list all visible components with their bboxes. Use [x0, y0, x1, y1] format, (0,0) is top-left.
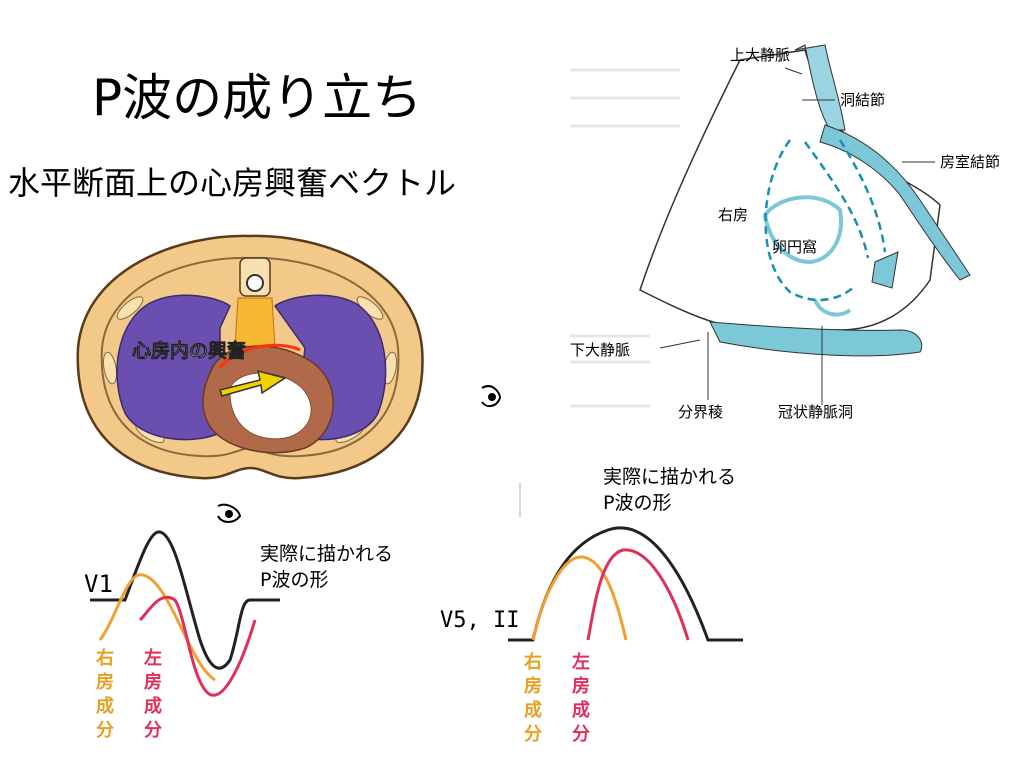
crista-band [819, 124, 971, 281]
v1-right-component-label: 右 房 成 分 [96, 647, 114, 741]
label-ivc: 下大静脈 [570, 341, 630, 359]
label-svc: 上大静脈 [730, 46, 790, 64]
v1-left-component-label: 左 房 成 分 [144, 647, 162, 741]
rib [102, 351, 118, 385]
v1-p-wave-diagram: V1 実際に描かれる P波の形 右 房 成 分 左 房 成 分 [84, 530, 393, 741]
v1-left-char: 左 [144, 647, 162, 669]
v5-total-p-wave [508, 526, 743, 642]
slide-subtitle: 水平断面上の心房興奮ベクトル [8, 164, 457, 202]
conduction-path [838, 139, 887, 253]
conduction-path [803, 141, 870, 259]
v1-left-char: 成 [144, 695, 162, 717]
leader-lines [659, 67, 935, 405]
label-av-node: 房室結節 [940, 153, 1000, 171]
excitation-label: 心房内の興奮 [132, 339, 246, 362]
v1-right-char: 房 [96, 671, 114, 693]
v5-right-char: 右 [524, 651, 542, 673]
v5-caption-line1: 実際に描かれる [603, 466, 736, 488]
v5-left-char: 房 [572, 675, 590, 697]
v5-p-wave-diagram: V5, II 実際に描かれる P波の形 右 房 成 分 左 房 成 分 [440, 466, 743, 745]
eye-icon [481, 385, 502, 408]
v5-left-char: 左 [572, 651, 590, 673]
v1-left-atrial-component [138, 596, 257, 697]
atrial-wave-front [218, 343, 301, 369]
v1-left-char: 分 [144, 720, 162, 741]
v5-lead-label: V5, II [440, 608, 519, 633]
ivc-vessel [709, 321, 923, 357]
cs-opening [813, 299, 852, 317]
right-atrium-diagram: 上大静脈 洞結節 房室結節 右房 卵円窩 下大静脈 分界稜 冠状静脈洞 [570, 44, 1000, 421]
v1-right-char: 成 [96, 695, 114, 717]
rib [116, 296, 144, 320]
fossa-ovalis [762, 195, 843, 265]
v5-right-atrial-component [531, 555, 628, 641]
eye-icon [217, 503, 242, 523]
v1-right-atrial-component [98, 573, 216, 682]
conduction-path [764, 139, 856, 302]
excitation-arrow [219, 369, 287, 397]
v1-caption-line2: P波の形 [260, 569, 328, 591]
v5-left-char: 成 [572, 699, 590, 721]
v5-right-component-label: 右 房 成 分 [524, 651, 542, 745]
v5-left-char: 分 [572, 724, 590, 745]
v5-left-component-label: 左 房 成 分 [572, 651, 590, 745]
label-cs: 冠状静脈洞 [778, 403, 853, 421]
atrium-outline [639, 49, 941, 331]
v1-lead-label: V1 [84, 570, 113, 598]
label-right-atrium: 右房 [718, 206, 748, 224]
v5-right-char: 成 [524, 699, 542, 721]
label-fossa-ovalis: 卵円窩 [772, 238, 817, 256]
slide-title: P波の成り立ち [92, 69, 423, 127]
v1-left-char: 房 [144, 671, 162, 693]
av-node [871, 251, 899, 289]
v5-left-atrial-component [586, 548, 690, 641]
label-crista: 分界稜 [678, 403, 723, 421]
v1-right-char: 右 [96, 647, 114, 669]
faint-background-text [570, 68, 680, 408]
v1-total-p-wave [90, 530, 280, 670]
v5-right-char: 房 [524, 675, 542, 697]
left-lung [116, 294, 231, 441]
v1-caption-line1: 実際に描かれる [260, 543, 393, 565]
v5-caption-line2: P波の形 [603, 492, 671, 514]
v5-right-char: 分 [524, 724, 542, 745]
thoracic-cross-section: 心房内の興奮 [76, 234, 424, 480]
v1-right-char: 分 [96, 720, 114, 741]
label-sa-node: 洞結節 [840, 91, 885, 109]
